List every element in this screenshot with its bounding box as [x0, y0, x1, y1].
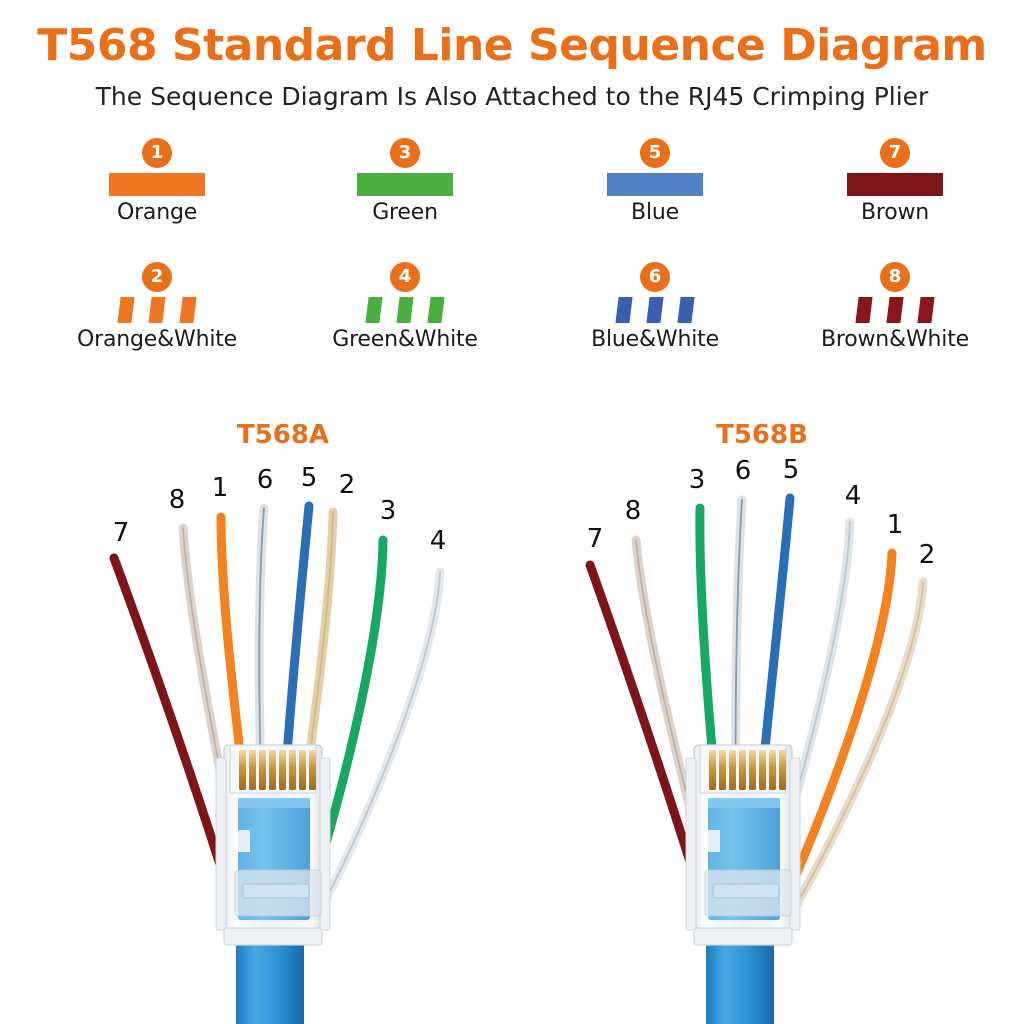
legend-swatch-blue [607, 173, 703, 196]
wire-number-1: 1 [211, 473, 229, 503]
legend-label-3: Green [372, 200, 438, 225]
legend-label-8: Brown&White [821, 327, 969, 352]
legend-swatch-green-white [357, 297, 453, 323]
wire-number-1: 1 [886, 510, 904, 540]
wire-number-7: 7 [586, 524, 604, 554]
legend-badge-2: 2 [142, 262, 172, 292]
wiring-illustration-t568b [585, 493, 928, 1024]
legend-badge-8: 8 [880, 262, 910, 292]
color-legend: 1 Orange 3 Green 5 Blue 7 Brown 2 Orange… [0, 138, 1024, 378]
legend-swatch-blue-white [607, 297, 703, 323]
wire-number-7: 7 [112, 518, 130, 548]
legend-item-6: 6 Blue&White [530, 262, 780, 352]
legend-badge-6: 6 [640, 262, 670, 292]
legend-label-7: Brown [860, 200, 930, 225]
legend-item-7: 7 Brown [770, 138, 1020, 225]
rj45-connector-t568b [685, 744, 801, 946]
gold-pins-t568a [239, 750, 316, 790]
wire-number-3: 3 [688, 465, 706, 495]
legend-label-6: Blue&White [591, 327, 719, 352]
legend-badge-7: 7 [880, 138, 910, 168]
legend-item-1: 1 Orange [32, 138, 282, 225]
standard-title-t568b: T568B [716, 420, 808, 450]
wire-number-2: 2 [918, 540, 936, 570]
legend-label-1: Orange [116, 200, 198, 225]
wire-number-3: 3 [379, 496, 397, 526]
legend-swatch-green [357, 173, 453, 196]
wire-number-6: 6 [256, 465, 274, 495]
standard-title-t568a: T568A [236, 420, 330, 450]
wire-number-4: 4 [844, 481, 862, 511]
rj45-connector-t568a [215, 744, 331, 946]
legend-item-5: 5 Blue [530, 138, 780, 225]
legend-swatch-orange [109, 173, 205, 196]
legend-item-4: 4 Green&White [280, 262, 530, 352]
wire-number-6: 6 [734, 456, 752, 486]
wire-number-5: 5 [782, 455, 800, 485]
page-subtitle: The Sequence Diagram Is Also Attached to… [95, 82, 929, 111]
wire-number-2: 2 [338, 470, 356, 500]
legend-label-5: Blue [631, 200, 679, 225]
gold-pins-t568b [709, 750, 786, 790]
legend-swatch-brown-white [847, 297, 943, 323]
legend-badge-3: 3 [390, 138, 420, 168]
legend-swatch-orange-white [109, 297, 205, 323]
wire-number-5: 5 [300, 463, 318, 493]
wire-number-8: 8 [168, 485, 186, 515]
legend-label-2: Orange&White [76, 327, 237, 352]
wiring-illustration-t568a [109, 501, 445, 1024]
legend-badge-4: 4 [390, 262, 420, 292]
legend-item-8: 8 Brown&White [770, 262, 1020, 352]
legend-label-4: Green&White [332, 327, 478, 352]
legend-swatch-brown [847, 173, 943, 196]
wire-number-4: 4 [429, 526, 447, 556]
page-title: T568 Standard Line Sequence Diagram [37, 20, 987, 71]
legend-item-3: 3 Green [280, 138, 530, 225]
wire-number-8: 8 [624, 496, 642, 526]
legend-item-2: 2 Orange&White [32, 262, 282, 352]
panel-t568a: 7 8 1 6 5 2 3 4 [40, 440, 540, 1024]
panel-t568b: 7 8 3 6 5 4 1 2 [520, 440, 1020, 1024]
legend-badge-1: 1 [142, 138, 172, 168]
legend-badge-5: 5 [640, 138, 670, 168]
